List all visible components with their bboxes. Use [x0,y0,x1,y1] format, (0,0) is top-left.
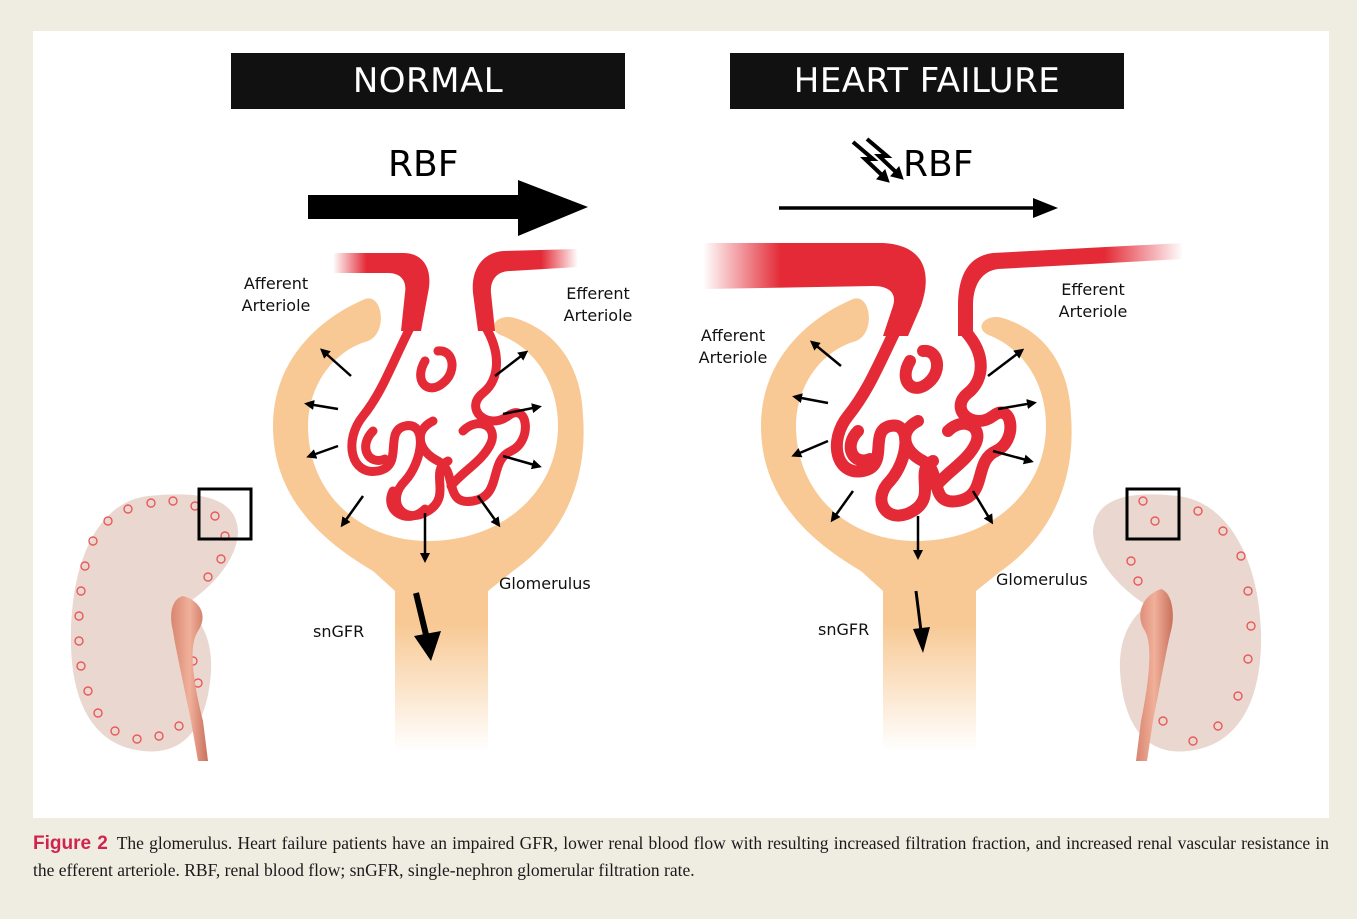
heart-failure-panel [703,139,1261,761]
hf-rbf-arrow [779,198,1058,218]
normal-rbf-arrow [308,180,588,236]
hf-kidney [1093,489,1261,761]
normal-capillary-tuft [352,326,526,516]
hf-bowman-capsule [761,298,1072,751]
hf-capillary-tuft [837,331,1011,516]
normal-glomerulus-label: Glomerulus [499,573,591,595]
normal-bowman-capsule [273,298,584,751]
figure-caption: Figure 2 The glomerulus. Heart failure p… [33,830,1329,884]
normal-rbf-label: RBF [388,144,458,185]
normal-sngfr-label: snGFR [313,621,364,643]
hf-rbf-label: RBF [903,144,973,185]
figure-number: Figure 2 [33,833,108,854]
hf-decrease-arrow-icon [853,139,903,182]
hf-sngfr-label: snGFR [818,619,869,641]
heart-failure-title: HEART FAILURE [730,53,1124,109]
normal-kidney [71,489,251,761]
normal-title: NORMAL [231,53,625,109]
glomerulus-diagram [33,31,1329,818]
hf-glomerulus-label: Glomerulus [996,569,1088,591]
caption-text: The glomerulus. Heart failure patients h… [33,833,1329,880]
normal-panel [71,180,588,761]
